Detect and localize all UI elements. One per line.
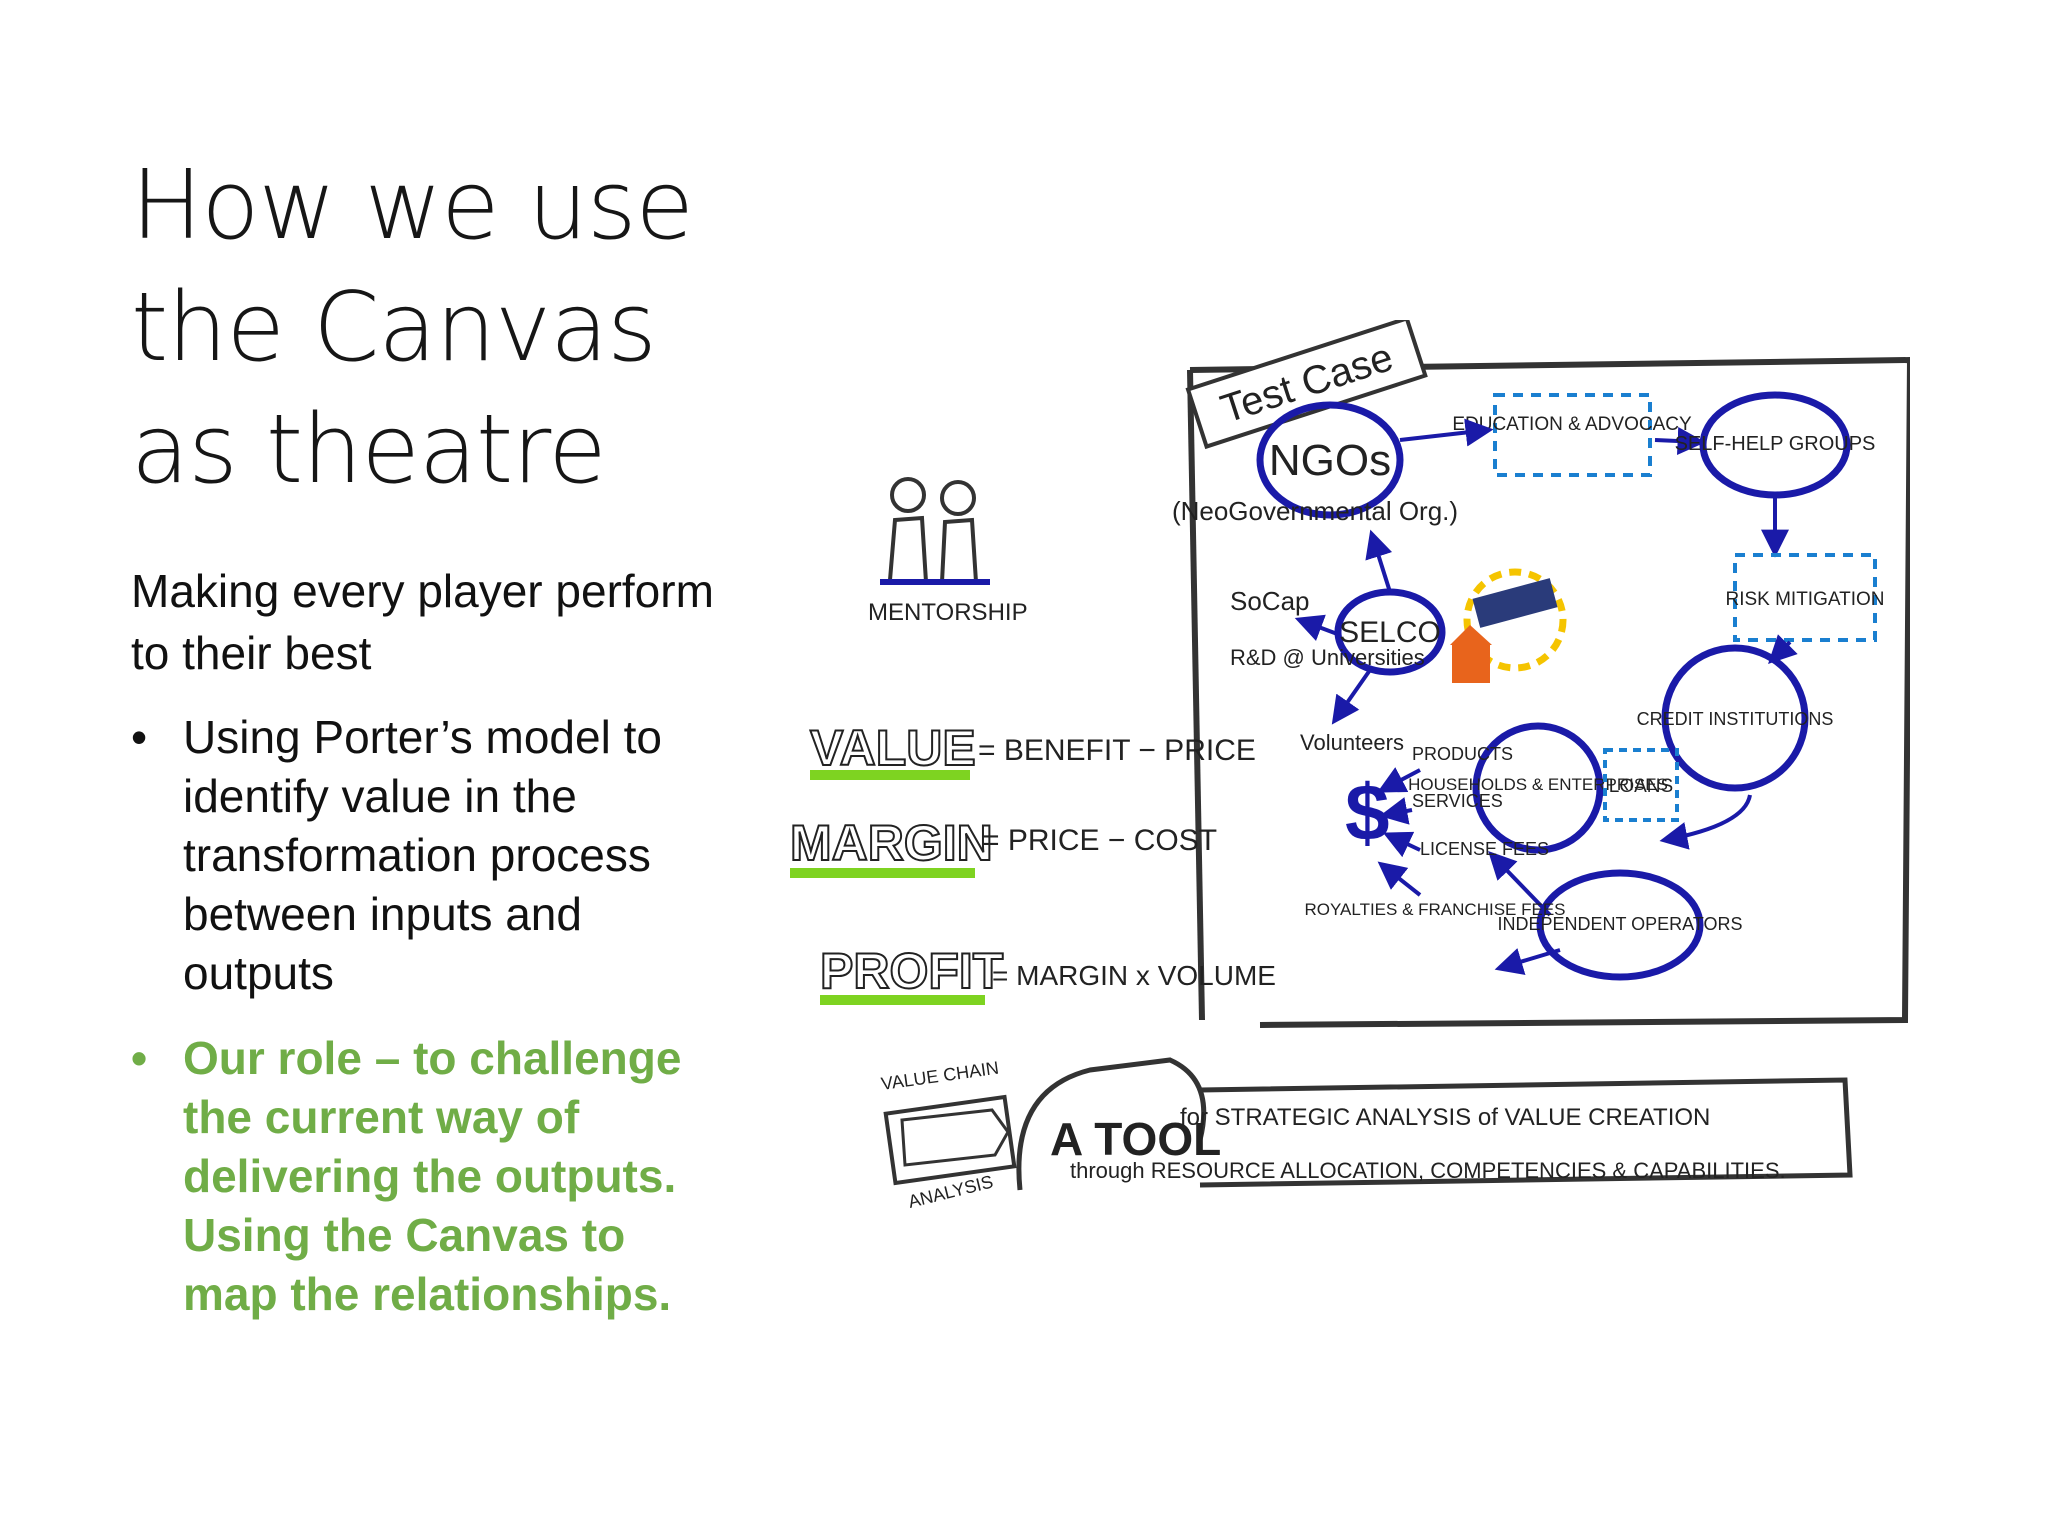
tool-line-2: through RESOURCE ALLOCATION, COMPETENCIE… — [1070, 1158, 1786, 1183]
mentorship-icon — [880, 477, 990, 585]
bullet-item: • Using Porter’s model to identify value… — [131, 708, 721, 1003]
education-label: EDUCATION & ADVOCACY — [1452, 414, 1692, 435]
independent-label: INDEPENDENT OPERATORS — [1497, 914, 1742, 934]
ngo-circle — [1256, 401, 1404, 519]
value-rest: = BENEFIT − PRICE — [978, 734, 1256, 767]
value-chain-top-label: VALUE CHAIN — [880, 1058, 1000, 1094]
margin-rest: = PRICE − COST — [982, 824, 1217, 857]
selco-label: SELCO — [1339, 616, 1441, 649]
loans-box — [1603, 748, 1679, 822]
royalties-label: ROYALTIES & FRANCHISE FEES — [1304, 900, 1565, 919]
mentorship-label: MENTORSHIP — [868, 599, 1028, 626]
value-equation: VALUE = BENEFIT − PRICE — [809, 719, 1256, 780]
loans-label: LOANS — [1609, 776, 1673, 797]
title-line-2: the Canvas — [131, 273, 657, 383]
households-circle — [1472, 722, 1604, 854]
bullet-marker: • — [131, 1032, 148, 1084]
dollar-sign: $ — [1345, 768, 1390, 857]
profit-rest: = MARGIN x VOLUME — [992, 960, 1276, 991]
sun-icon — [1463, 568, 1567, 672]
bullet-list: • Using Porter’s model to identify value… — [131, 708, 721, 1350]
hut-icon — [1450, 625, 1492, 683]
tool-banner: A TOOL for STRATEGIC ANALYSIS of VALUE C… — [1016, 1057, 1853, 1191]
margin-term: MARGIN — [790, 815, 993, 871]
ngo-label: NGOs — [1269, 436, 1391, 485]
services-label: SERVICES — [1412, 791, 1503, 811]
bullet-text: Our role – to challenge the current way … — [183, 1032, 682, 1320]
credit-label: CREDIT INSTITUTIONS — [1637, 709, 1834, 729]
products-label: PRODUCTS — [1412, 744, 1513, 764]
bullet-marker: • — [131, 711, 148, 763]
margin-equation: MARGIN = PRICE − COST — [789, 814, 1217, 878]
bullet-text: Using Porter’s model to identify value i… — [183, 711, 662, 999]
value-chain-icon — [883, 1094, 1017, 1186]
self-help-circle — [1699, 391, 1851, 499]
ngo-full-label: (NeoGovernmental Org.) — [1172, 496, 1458, 526]
profit-equation: PROFIT = MARGIN x VOLUME — [819, 942, 1276, 1005]
value-chain-sketch: Test Case NGOs (NeoGovernmental Org.) ED… — [789, 320, 1910, 1212]
tool-heading: A TOOL — [1050, 1113, 1221, 1165]
title-line-1: How we use — [131, 151, 694, 261]
socap-label: SoCap — [1230, 586, 1310, 616]
risk-box — [1733, 553, 1877, 642]
self-help-label: SELF-HELP GROUPS — [1675, 433, 1876, 455]
profit-term: PROFIT — [820, 943, 1003, 999]
license-label: LICENSE FEES — [1420, 839, 1549, 859]
test-case-frame — [1189, 356, 1910, 1028]
bullet-item-highlighted: • Our role – to challenge the current wa… — [131, 1029, 721, 1324]
title-line-3: as theatre — [131, 395, 607, 505]
households-label: HOUSEHOLDS & ENTERPRISES — [1408, 775, 1668, 794]
education-box — [1493, 393, 1652, 477]
volunteers-label: Volunteers — [1300, 730, 1404, 755]
independent-circle — [1536, 869, 1704, 981]
subtitle: Making every player perform to their bes… — [131, 565, 714, 679]
tool-line-1: for STRATEGIC ANALYSIS of VALUE CREATION — [1180, 1104, 1710, 1131]
risk-label: RISK MITIGATION — [1725, 589, 1884, 610]
slide-title: How we use the Canvas as theatre — [131, 145, 771, 511]
rnd-label: R&D @ Universities — [1230, 645, 1425, 670]
value-term: VALUE — [810, 720, 976, 776]
credit-circle — [1661, 644, 1809, 792]
